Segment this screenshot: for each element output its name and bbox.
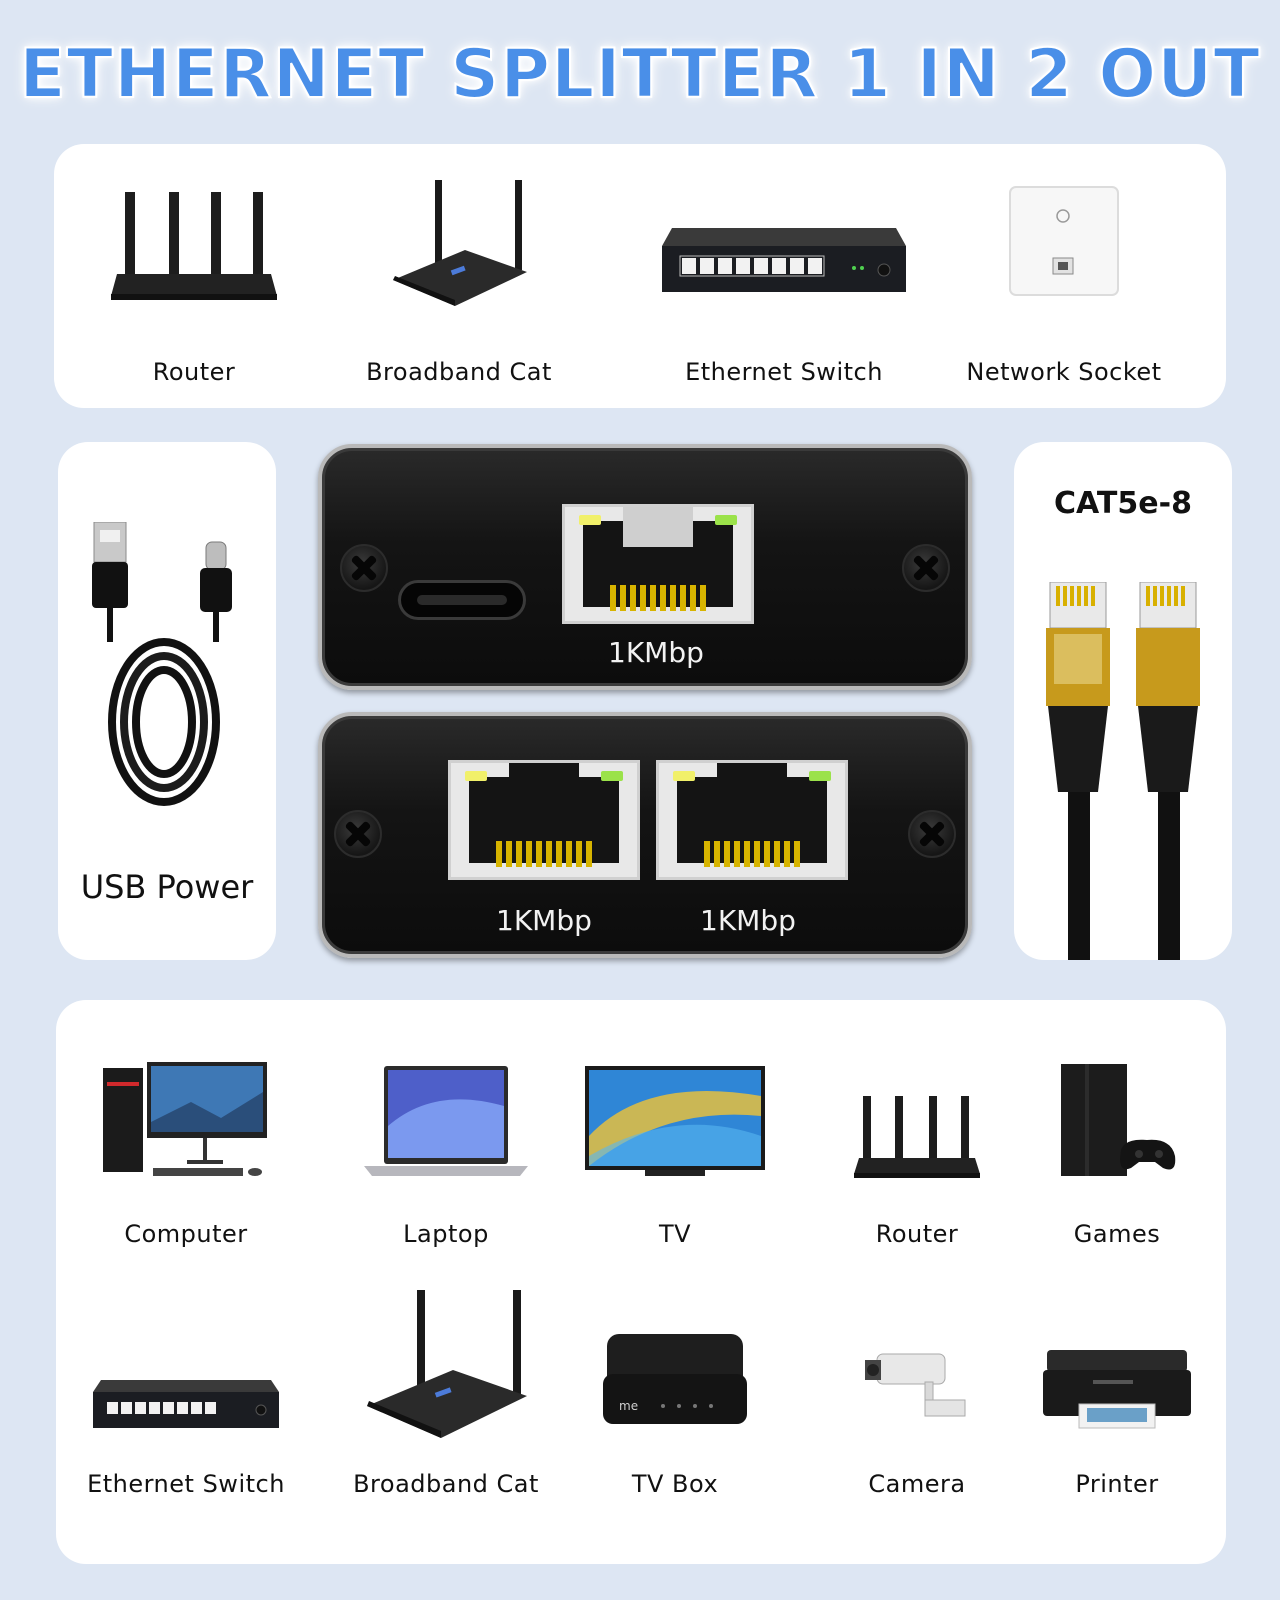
target-laptop: Laptop bbox=[346, 1060, 546, 1260]
laptop-icon bbox=[364, 1066, 528, 1176]
router-icon bbox=[111, 192, 277, 300]
target-label: Broadband Cat bbox=[353, 1470, 539, 1498]
svg-text:me: me bbox=[619, 1399, 638, 1413]
target-label: Router bbox=[875, 1220, 959, 1248]
source-label: Router bbox=[152, 358, 236, 386]
ethernet-switch-icon bbox=[93, 1380, 279, 1428]
target-label: Games bbox=[1073, 1220, 1161, 1248]
source-devices-panel: Router Broadband Cat bbox=[54, 144, 1226, 408]
target-label: Laptop bbox=[403, 1220, 489, 1248]
target-label: Camera bbox=[868, 1470, 966, 1498]
ethernet-cable-icon bbox=[1046, 582, 1200, 960]
target-printer: Printer bbox=[1022, 1290, 1212, 1510]
page-title: ETHERNET SPLITTER 1 IN 2 OUT bbox=[18, 34, 1261, 115]
input-speed-label: 1KMbp bbox=[608, 636, 704, 669]
security-camera-icon bbox=[865, 1353, 966, 1417]
screw-icon bbox=[334, 810, 382, 858]
target-label: TV Box bbox=[631, 1470, 719, 1498]
target-devices-panel: Computer Laptop TV bbox=[56, 1000, 1226, 1564]
source-ethernet-switch: Ethernet Switch bbox=[654, 174, 914, 386]
usb-cable-icon bbox=[92, 522, 232, 806]
target-label: Ethernet Switch bbox=[87, 1470, 285, 1498]
source-router: Router bbox=[94, 174, 294, 386]
target-tv: TV bbox=[582, 1060, 768, 1260]
broadband-modem-icon bbox=[393, 180, 527, 306]
printer-icon bbox=[1043, 1350, 1191, 1429]
ethernet-input-port bbox=[562, 504, 754, 624]
network-socket-icon bbox=[1009, 186, 1119, 296]
cable-type-label: CAT5e-8 bbox=[1054, 486, 1192, 521]
splitter-input-plate: 1KMbp bbox=[318, 444, 972, 690]
splitter-output-plate: 1KMbp 1KMbp bbox=[318, 712, 972, 958]
ethernet-switch-icon bbox=[662, 228, 906, 292]
target-broadband-cat: Broadband Cat bbox=[346, 1290, 546, 1510]
source-broadband-cat: Broadband Cat bbox=[354, 174, 564, 386]
usb-c-port bbox=[398, 580, 526, 620]
ethernet-output-port-1 bbox=[448, 760, 640, 880]
game-console-icon bbox=[1061, 1064, 1176, 1176]
source-label: Ethernet Switch bbox=[685, 358, 883, 386]
target-games: Games bbox=[1022, 1060, 1212, 1260]
target-tv-box: me TV Box bbox=[582, 1290, 768, 1510]
screw-icon bbox=[908, 810, 956, 858]
tv-icon bbox=[585, 1066, 765, 1176]
target-label: TV bbox=[658, 1220, 692, 1248]
output-speed-label-1: 1KMbp bbox=[496, 904, 592, 937]
ethernet-output-port-2 bbox=[656, 760, 848, 880]
router-icon bbox=[854, 1096, 980, 1178]
source-network-socket: Network Socket bbox=[944, 174, 1184, 386]
usb-power-label: USB Power bbox=[80, 868, 254, 906]
target-label: Computer bbox=[124, 1220, 248, 1248]
computer-icon bbox=[103, 1062, 267, 1176]
target-computer: Computer bbox=[86, 1060, 286, 1260]
cable-card: CAT5e-8 bbox=[1014, 442, 1232, 960]
source-label: Network Socket bbox=[966, 358, 1162, 386]
target-router: Router bbox=[822, 1060, 1012, 1260]
screw-icon bbox=[902, 544, 950, 592]
broadband-modem-icon bbox=[367, 1290, 527, 1438]
target-label: Printer bbox=[1075, 1470, 1159, 1498]
screw-icon bbox=[340, 544, 388, 592]
target-ethernet-switch: Ethernet Switch bbox=[86, 1290, 286, 1510]
target-camera: Camera bbox=[822, 1290, 1012, 1510]
tv-box-icon: me bbox=[603, 1334, 747, 1424]
output-speed-label-2: 1KMbp bbox=[700, 904, 796, 937]
source-label: Broadband Cat bbox=[366, 358, 552, 386]
usb-power-card: USB Power bbox=[58, 442, 276, 960]
